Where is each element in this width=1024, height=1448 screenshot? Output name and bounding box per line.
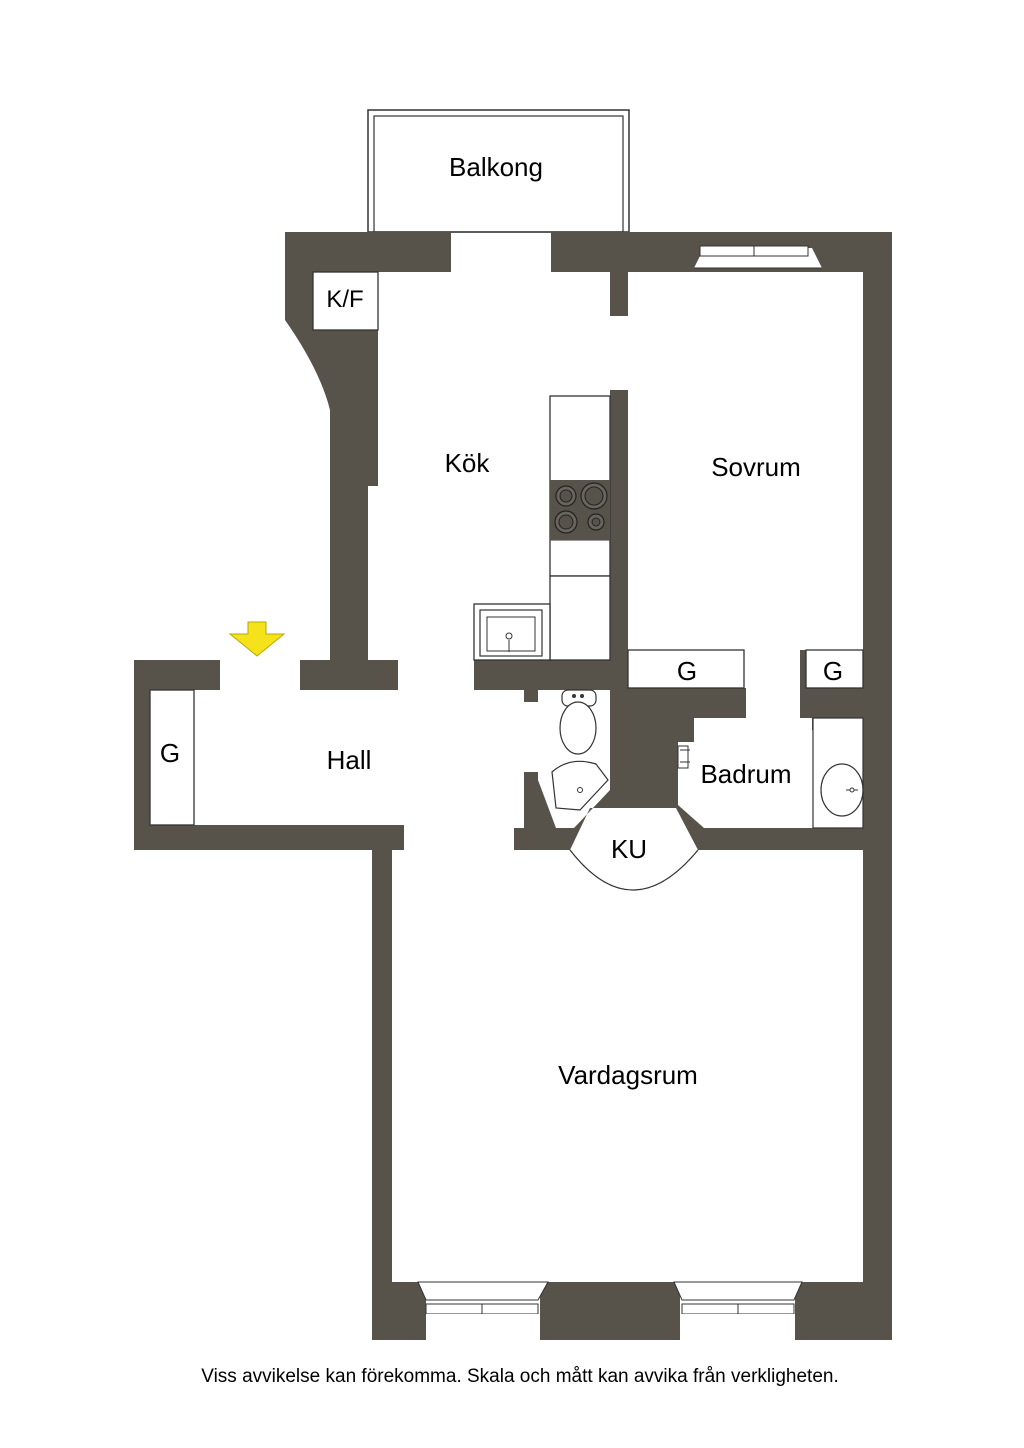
shower-icon bbox=[551, 760, 609, 811]
label-g-hall: G bbox=[160, 738, 180, 768]
label-vardagsrum: Vardagsrum bbox=[558, 1060, 698, 1090]
window-bottom-left bbox=[417, 1281, 549, 1340]
label-sovrum: Sovrum bbox=[711, 452, 801, 482]
faucet-icon bbox=[677, 745, 690, 769]
label-kok: Kök bbox=[445, 448, 491, 478]
balcony bbox=[367, 109, 630, 233]
window-top bbox=[694, 232, 822, 272]
label-ku: KU bbox=[611, 834, 647, 864]
sink-icon bbox=[479, 609, 543, 657]
window-bottom-right bbox=[673, 1281, 803, 1340]
label-g-bedroom-1: G bbox=[677, 656, 697, 686]
wardrobe-bedroom-2 bbox=[805, 649, 864, 689]
cabinet-unit-arc bbox=[569, 849, 699, 891]
entrance-arrow-icon bbox=[228, 621, 286, 657]
stove-icon bbox=[550, 480, 610, 540]
label-hall: Hall bbox=[327, 745, 372, 775]
label-badrum: Badrum bbox=[700, 759, 791, 789]
wardrobe-hall bbox=[149, 689, 195, 826]
toilet-icon bbox=[559, 689, 597, 755]
label-g-bedroom-2: G bbox=[823, 656, 843, 686]
label-balkong: Balkong bbox=[449, 152, 543, 182]
fridge-freezer-cabinet bbox=[312, 271, 379, 331]
wardrobe-bedroom-1 bbox=[627, 649, 745, 689]
label-kf: K/F bbox=[326, 286, 363, 313]
disclaimer: Viss avvikelse kan förekomma. Skala och … bbox=[201, 1366, 839, 1387]
washbasin-icon bbox=[812, 717, 864, 829]
walls bbox=[134, 232, 892, 1340]
